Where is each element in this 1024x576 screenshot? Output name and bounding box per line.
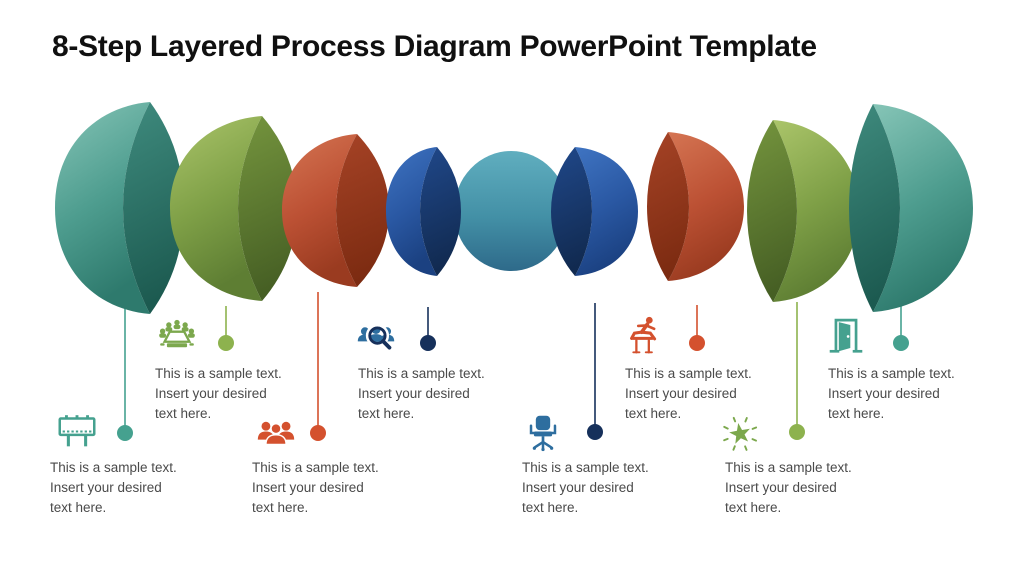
sample-text-line: text here.	[358, 406, 415, 421]
sample-text-line: text here.	[522, 500, 579, 515]
chair-icon	[520, 409, 566, 455]
petal-step-2	[170, 116, 297, 301]
sample-text-line: Insert your desired	[50, 480, 162, 495]
sample-text-line: This is a sample text.	[828, 366, 955, 381]
petal-step-1	[55, 102, 184, 314]
sample-text-line: This is a sample text.	[155, 366, 282, 381]
sample-text-line: text here.	[252, 500, 309, 515]
team-icon	[253, 408, 299, 454]
petal-step-6	[647, 132, 744, 281]
sample-text-line: text here.	[155, 406, 212, 421]
connector-dot-step-7	[789, 424, 805, 440]
meeting-icon	[154, 313, 200, 359]
sample-text-block: This is a sample text. Insert your desir…	[625, 364, 815, 424]
petal-step-5	[551, 147, 638, 276]
sample-text-line: text here.	[50, 500, 107, 515]
sample-text-line: This is a sample text.	[522, 460, 649, 475]
petal-step-7	[747, 120, 859, 302]
hurdle-icon	[622, 313, 668, 359]
sample-text-block: This is a sample text. Insert your desir…	[155, 364, 345, 424]
sample-text-line: This is a sample text.	[252, 460, 379, 475]
connector-dot-step-2	[218, 335, 234, 351]
slide-title: 8-Step Layered Process Diagram PowerPoin…	[52, 30, 817, 63]
connector-dot-step-8	[893, 335, 909, 351]
billboard-icon	[54, 408, 100, 454]
sample-text-line: text here.	[725, 500, 782, 515]
sample-text-block: This is a sample text. Insert your desir…	[522, 458, 712, 518]
sample-text-line: This is a sample text.	[725, 460, 852, 475]
sample-text-block: This is a sample text. Insert your desir…	[828, 364, 1018, 424]
sample-text-block: This is a sample text. Insert your desir…	[50, 458, 240, 518]
petal-step-3	[282, 134, 389, 287]
sample-text-line: This is a sample text.	[625, 366, 752, 381]
sample-text-block: This is a sample text. Insert your desir…	[358, 364, 548, 424]
sample-text-block: This is a sample text. Insert your desir…	[725, 458, 915, 518]
sample-text-line: text here.	[828, 406, 885, 421]
sample-text-line: This is a sample text.	[50, 460, 177, 475]
star-icon	[720, 408, 766, 454]
door-icon	[823, 312, 869, 358]
audience-search-icon	[353, 315, 399, 361]
sample-text-line: text here.	[625, 406, 682, 421]
petal-step-4	[386, 147, 461, 276]
connector-dot-step-6	[689, 335, 705, 351]
center-ellipse	[454, 151, 568, 271]
sample-text-line: Insert your desired	[625, 386, 737, 401]
sample-text-line: Insert your desired	[252, 480, 364, 495]
sample-text-line: This is a sample text.	[358, 366, 485, 381]
sample-text-line: Insert your desired	[155, 386, 267, 401]
connector-dot-step-5	[587, 424, 603, 440]
sample-text-line: Insert your desired	[358, 386, 470, 401]
sample-text-block: This is a sample text. Insert your desir…	[252, 458, 442, 518]
sample-text-line: Insert your desired	[522, 480, 634, 495]
connector-dot-step-3	[310, 425, 326, 441]
sample-text-line: Insert your desired	[725, 480, 837, 495]
connector-dot-step-1	[117, 425, 133, 441]
connector-dot-step-4	[420, 335, 436, 351]
sample-text-line: Insert your desired	[828, 386, 940, 401]
petal-step-8	[849, 104, 973, 312]
